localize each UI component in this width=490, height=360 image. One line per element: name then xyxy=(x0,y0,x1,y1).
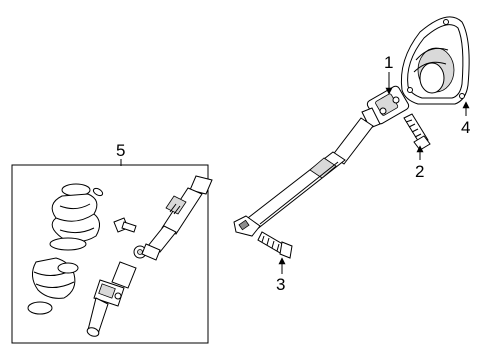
kit-boot-lower xyxy=(32,257,79,299)
kit-intermediate-shaft xyxy=(141,175,213,261)
callout-label-5: 5 xyxy=(116,141,125,160)
part-5-lower-shaft-kit xyxy=(11,164,213,344)
callout-label-4: 4 xyxy=(461,118,470,137)
kit-boot-upper xyxy=(51,183,104,242)
part-2-bolt xyxy=(403,113,431,151)
part-4-boot-seal xyxy=(400,16,470,105)
steering-shaft xyxy=(233,117,374,237)
kit-seal-ring xyxy=(27,301,53,315)
callout-label-1: 1 xyxy=(384,53,393,72)
kit-bolt xyxy=(113,217,137,233)
kit-lower-u-joint xyxy=(86,261,137,337)
part-1-upper-joint xyxy=(361,85,410,129)
part-3-bolt xyxy=(257,231,293,259)
callout-label-2: 2 xyxy=(415,162,424,181)
kit-ring xyxy=(49,237,87,251)
callout-label-3: 3 xyxy=(276,275,285,294)
